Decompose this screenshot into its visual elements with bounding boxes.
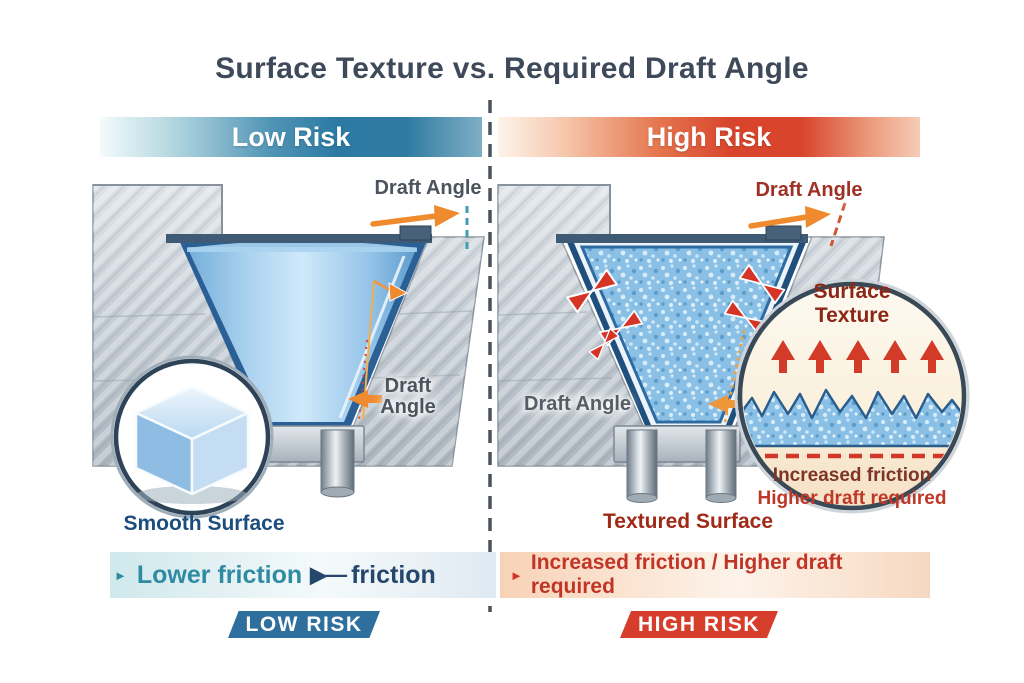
inset-title-line1: Surface [813,280,891,303]
low-risk-banner: ► Lower friction ▶— friction [110,552,496,598]
lower-friction-text: Lower friction [136,560,303,589]
left-draft-angle-side-label: Draft Angle [376,376,440,418]
friction-text: friction [351,560,436,589]
texture-pull-arrows [771,340,944,373]
smooth-surface-caption: Smooth Surface [123,512,285,535]
low-risk-header-label: Low Risk [231,121,351,152]
right-draft-angle-pointer-arrow [708,395,744,413]
low-risk-badge: LOW RISK [228,611,380,638]
high-risk-badge: HIGH RISK [620,611,778,638]
right-draft-angle-top-label: Draft Angle [755,179,863,201]
right-ejector-pins [613,425,741,503]
right-slant-reference-dashed [829,202,847,247]
high-risk-header-label: High Risk [646,121,772,152]
arrow-glyph-icon: ▶— [310,562,347,587]
left-draft-angle-top-label: Draft Angle [374,177,482,199]
right-draft-angle-side-label: Draft Angle [524,393,632,415]
page-title: Surface Texture vs. Required Draft Angle [215,52,809,85]
high-risk-header: High Risk [498,117,920,157]
smooth-surface-inset [110,355,274,519]
high-risk-banner: ► Increased friction / Higher draft requ… [500,551,930,598]
left-draft-angle-pointer-arrow [348,390,382,408]
left-ejector-pin [265,425,365,498]
texture-profile [743,388,961,448]
left-molded-part [166,225,432,428]
left-draft-angle-arrow [370,205,469,252]
surface-texture-inset [734,278,970,514]
bullet-arrow-icon: ► [510,567,523,583]
inset-title-line2: Texture [814,304,890,327]
textured-surface-caption: Textured Surface [603,510,773,533]
inset-note-line1: Increased friction [772,465,932,486]
inset-title: Surface Texture [742,280,962,328]
right-draft-angle-arrow [748,202,847,247]
inset-note: Increased friction Higher draft required [742,464,962,510]
bullet-arrow-icon: ► [114,567,127,583]
increased-friction-text: Increased friction / Higher draft requir… [530,551,843,598]
left-draft-angle-side-line1: Draft [384,375,432,397]
left-draft-angle-side-line2: Angle [380,396,436,418]
inset-note-line2: Higher draft required [757,488,947,509]
low-risk-header: Low Risk [100,117,482,157]
